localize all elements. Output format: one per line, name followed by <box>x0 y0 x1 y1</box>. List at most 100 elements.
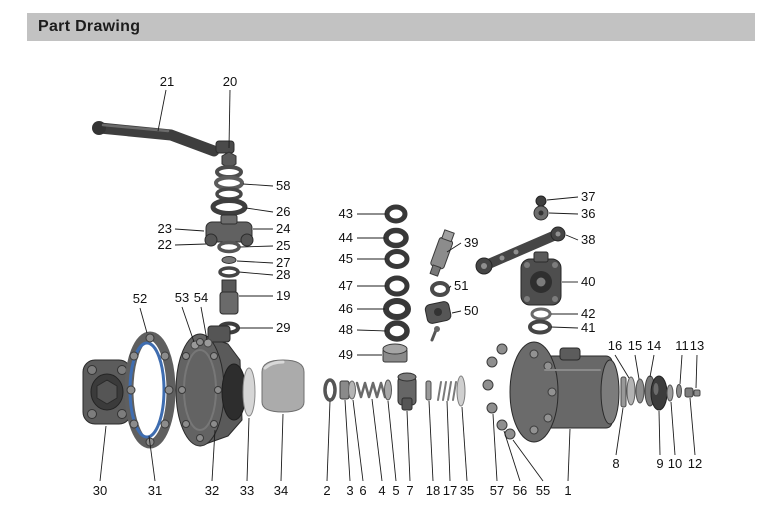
callout-30: 30 <box>93 483 107 498</box>
callout-2: 2 <box>323 483 330 498</box>
callout-11: 11 <box>675 338 689 353</box>
leader-line-55 <box>512 439 544 482</box>
leader-line-20 <box>228 89 231 149</box>
leader-line-50 <box>451 310 462 314</box>
callout-10: 10 <box>668 456 682 471</box>
part-ring-41 <box>528 319 552 335</box>
part-knob-9 <box>650 375 668 411</box>
part-ring-51 <box>430 281 450 297</box>
leader-line-30 <box>99 425 107 482</box>
callout-15: 15 <box>628 338 642 353</box>
callout-18: 18 <box>426 483 440 498</box>
part-stem-19 <box>219 279 239 315</box>
leader-line-56 <box>503 430 521 482</box>
leader-line-57 <box>492 413 498 482</box>
callout-46: 46 <box>339 301 353 316</box>
leader-line-11 <box>679 354 683 385</box>
callout-5: 5 <box>392 483 399 498</box>
callout-20: 20 <box>223 74 237 89</box>
part-ball-34 <box>261 359 305 413</box>
leader-line-2 <box>326 400 331 482</box>
part-disc-16 <box>626 376 636 406</box>
callout-13: 13 <box>690 338 704 353</box>
page-title: Part Drawing <box>38 18 141 35</box>
part-washer-36 <box>533 205 549 221</box>
callout-19: 19 <box>276 288 290 303</box>
leader-line-1 <box>567 428 571 482</box>
part-body-32 <box>175 325 247 447</box>
leader-line-14 <box>649 354 655 378</box>
leader-line-32 <box>211 429 216 482</box>
part-disc-35 <box>456 375 466 407</box>
part-end-flange-30 <box>82 359 132 425</box>
part-fitting-7 <box>397 372 417 411</box>
callout-50: 50 <box>464 303 478 318</box>
callout-48: 48 <box>339 322 353 337</box>
leader-line-38 <box>565 234 579 241</box>
leader-line-26 <box>245 207 274 213</box>
callout-53: 53 <box>175 290 189 305</box>
part-pin-18 <box>425 380 432 401</box>
part-washer-27 <box>221 256 237 264</box>
part-disc-15 <box>635 378 645 404</box>
callout-37: 37 <box>581 189 595 204</box>
callout-41: 41 <box>581 320 595 335</box>
leader-line-28 <box>238 271 274 276</box>
part-spring-stem-4-5 <box>355 379 392 401</box>
leader-line-22 <box>174 243 207 246</box>
leader-line-4 <box>371 398 383 482</box>
callout-26: 26 <box>276 204 290 219</box>
callout-54: 54 <box>194 290 208 305</box>
callout-8: 8 <box>612 456 619 471</box>
leader-line-10 <box>670 401 676 456</box>
part-lever-38 <box>475 226 566 275</box>
callout-33: 33 <box>240 483 254 498</box>
callout-3: 3 <box>346 483 353 498</box>
leader-line-6 <box>352 399 364 482</box>
callout-52: 52 <box>133 291 147 306</box>
leader-line-3 <box>344 399 351 482</box>
leader-line-52 <box>139 307 148 334</box>
leader-line-16 <box>614 354 630 379</box>
part-bolts-55-56-57 <box>482 343 516 440</box>
leader-line-31 <box>148 435 156 482</box>
leader-line-48 <box>356 329 387 332</box>
part-ring-25 <box>217 240 241 254</box>
callout-21: 21 <box>160 74 174 89</box>
part-bolt-ring-31 <box>126 333 174 447</box>
parts-layer <box>82 121 701 449</box>
callout-35: 35 <box>460 483 474 498</box>
callout-12: 12 <box>688 456 702 471</box>
leader-line-27 <box>236 260 274 264</box>
part-actuator-40 <box>520 251 562 306</box>
callout-6: 6 <box>359 483 366 498</box>
callout-57: 57 <box>490 483 504 498</box>
callout-23: 23 <box>158 221 172 236</box>
leader-line-8 <box>615 407 624 456</box>
header-bar: Part Drawing <box>27 13 755 41</box>
leader-line-12 <box>689 397 696 456</box>
callout-45: 45 <box>339 251 353 266</box>
part-nut-12 <box>684 387 694 398</box>
leader-line-35 <box>461 406 468 482</box>
part-ring-26 <box>210 198 248 216</box>
part-body-1 <box>509 341 620 443</box>
callout-31: 31 <box>148 483 162 498</box>
leader-line-18 <box>428 400 434 482</box>
callout-55: 55 <box>536 483 550 498</box>
callout-14: 14 <box>647 338 661 353</box>
leader-line-23 <box>174 228 205 232</box>
leader-line-54 <box>200 306 208 341</box>
callout-39: 39 <box>464 235 478 250</box>
leader-line-7 <box>406 410 411 482</box>
callout-49: 49 <box>339 347 353 362</box>
part-ring-28 <box>218 266 240 278</box>
leader-line-37 <box>546 196 579 201</box>
callout-1: 1 <box>564 483 571 498</box>
callout-42: 42 <box>581 306 595 321</box>
part-gland-49 <box>382 343 408 363</box>
part-disc-37 <box>535 195 547 207</box>
part-seat-33 <box>242 367 256 417</box>
